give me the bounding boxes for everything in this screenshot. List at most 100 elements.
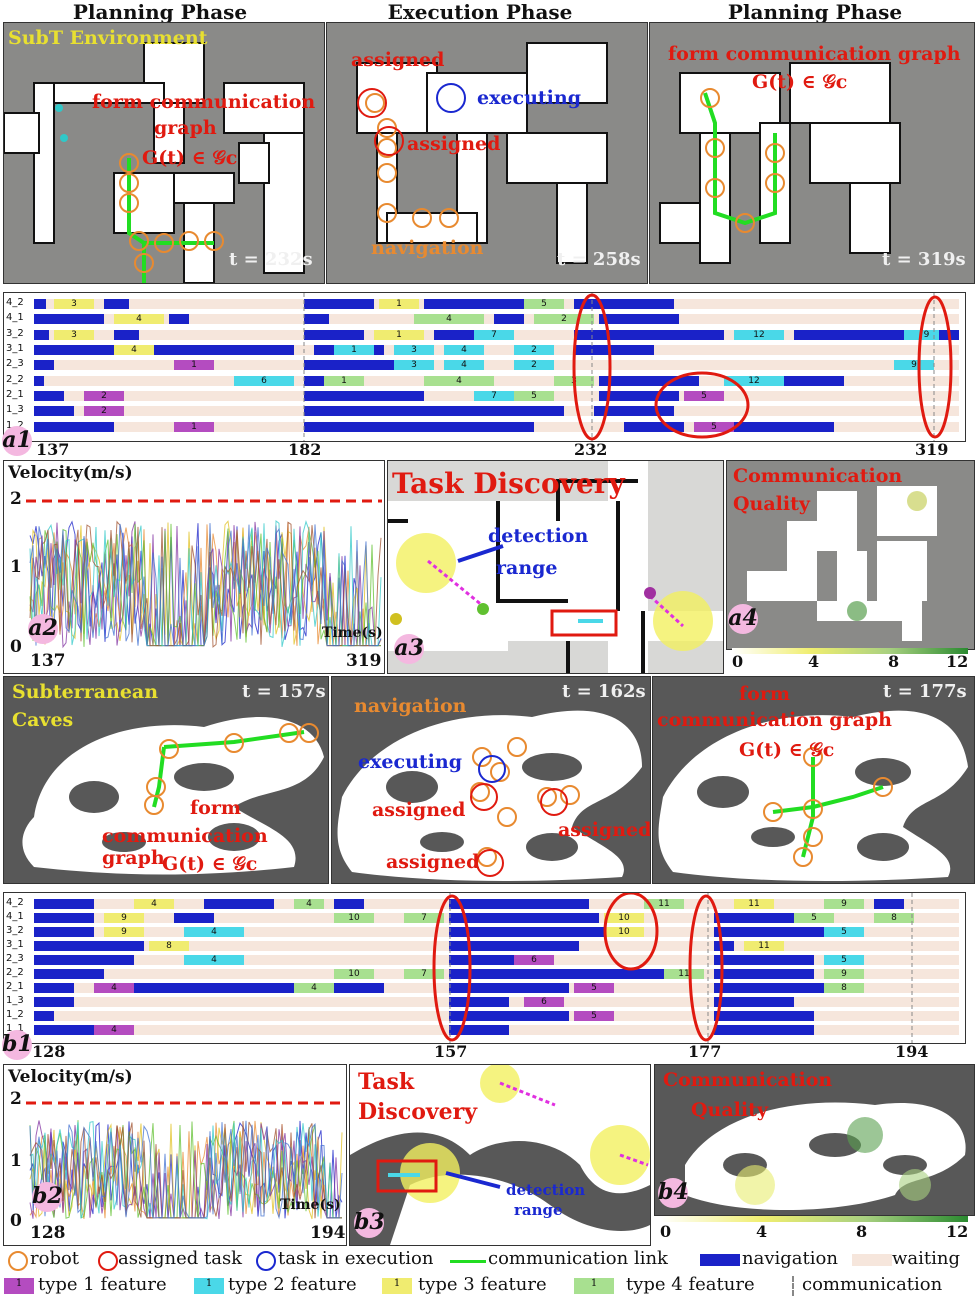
gantt-bar: 9 [104,913,144,923]
gantt-bar: 4 [294,983,334,993]
legend-comm-icon [792,1276,796,1296]
gantt-bar: 10 [334,913,374,923]
comm-quality-b-map [685,1102,966,1210]
legend-assigned-icon [98,1251,118,1271]
gantt-bar: 3 [54,329,94,340]
gantt-bar: 5 [574,983,614,993]
caves-p2-assigned-2: assigned [558,819,651,841]
gantt-bar: 5 [524,299,564,309]
legend-waiting-swatch [852,1254,892,1266]
gantt-a-tick-1: 182 [288,440,322,459]
gantt-bar [449,927,629,937]
subt-panel-execution: assigned executing assigned navigation t… [326,22,648,284]
task-discovery-a-title: Task Discovery [392,467,625,500]
gantt-bar: 5 [574,1011,614,1021]
velocity-a-plot [26,499,382,649]
subt-env-label: SubT Environment [8,27,208,49]
comm-quality-panel-b: Communication Quality [654,1064,975,1216]
colorbar-a-4: 4 [808,652,820,671]
gantt-bar [34,314,104,325]
legend-comm: communication [802,1274,943,1295]
gantt-bar [449,899,589,909]
badge-a1: a1 [2,426,32,456]
velocity-panel-a: Velocity(m/s) 2 1 0 Time(s) 137 319 [3,460,385,674]
gantt-bar [714,941,734,951]
task-discovery-b-det2: range [514,1201,563,1219]
gantt-bar [494,314,524,325]
gantt-bar [574,329,724,340]
gantt-bar: 9 [894,360,934,371]
gantt-bar: 9 [904,329,949,340]
gantt-bar [334,899,364,909]
legend-executing-icon [256,1251,276,1271]
gantt-bar [574,345,654,355]
colorbar-b-4: 4 [756,1222,768,1241]
gantt-bar [304,391,424,401]
gantt-a-plot: 4_24_13_23_12_32_22_11_31_23154423171294… [6,297,959,435]
velocity-a-xmax: 319 [346,651,382,671]
caves-panel-1: Subterranean Caves t = 157s form communi… [3,676,329,884]
subt-p3-time: t = 319s [882,249,966,270]
header-execution: Execution Phase [387,0,573,24]
colorbar-b [660,1216,968,1222]
gantt-bar: 9 [104,927,144,937]
gantt-bar [574,299,674,309]
gantt-bar: 7 [404,913,444,923]
velocity-a-ylabel: Velocity(m/s) [8,463,133,483]
gantt-bar [434,329,474,340]
gantt-bar [714,983,834,993]
subt-p2-navigation: navigation [371,237,484,259]
gantt-bar: 2 [514,360,554,371]
velocity-a-y1: 1 [10,557,22,577]
gantt-bar: 10 [604,913,644,923]
gantt-bar [34,955,134,965]
gantt-bar: 7 [474,391,514,401]
velocity-b-y0: 0 [10,1211,22,1231]
gantt-bar [449,997,509,1007]
legend-assigned: assigned task [118,1248,243,1269]
legend-type3: type 3 feature [418,1274,547,1295]
gantt-row-label: 4_2 [6,297,24,308]
gantt-bar [34,941,144,951]
gantt-bar [34,391,64,401]
subt-panel-planning-1: SubT Environment form communication grap… [3,22,325,284]
gantt-row-label: 2_1 [6,981,24,992]
velocity-b-xmax: 194 [310,1223,346,1243]
comm-quality-a-map [747,486,937,641]
gantt-bar [34,421,114,432]
gantt-bar: 2 [534,314,594,325]
badge-b1-text: b1 [2,1031,33,1057]
gantt-bar [599,391,679,401]
velocity-b-ylabel: Velocity(m/s) [8,1067,133,1087]
gantt-bar: 5 [694,421,734,432]
gantt-bar [34,1011,54,1021]
legend-type1: type 1 feature [38,1274,167,1295]
velocity-trace [29,1120,343,1220]
gantt-bar [104,299,129,309]
legend-link: communication link [488,1248,668,1269]
gantt-bar: 8 [149,941,189,951]
velocity-b-xlabel: Time(s) [280,1197,341,1213]
gantt-bar [34,899,94,909]
gantt-bar: 12 [724,375,784,386]
colorbar-a-12: 12 [946,652,969,671]
gantt-row-label: 3_2 [6,925,24,936]
gantt-bar: 4 [414,314,484,325]
caves-p1-form: form [190,797,241,819]
velocity-trace [29,523,382,647]
gantt-bar [424,299,524,309]
task-discovery-b-map [350,1065,650,1245]
gantt-b-tick-2: 177 [688,1042,722,1061]
gantt-a-tick-0: 137 [36,440,70,459]
gantt-bar: 4 [444,345,484,355]
gantt-bar [599,375,699,386]
caves-p3-gt: G(t) ∈ 𝒢c [739,739,835,761]
subt-map-2 [356,42,608,264]
badge-a4: a4 [728,604,758,634]
subt-map-3 [659,62,901,264]
gantt-bar: 1 [174,360,214,371]
gantt-row-label: 4_1 [6,911,24,922]
gantt-bar: 5 [684,391,724,401]
legend-type3-swatch: 1 [382,1278,412,1294]
